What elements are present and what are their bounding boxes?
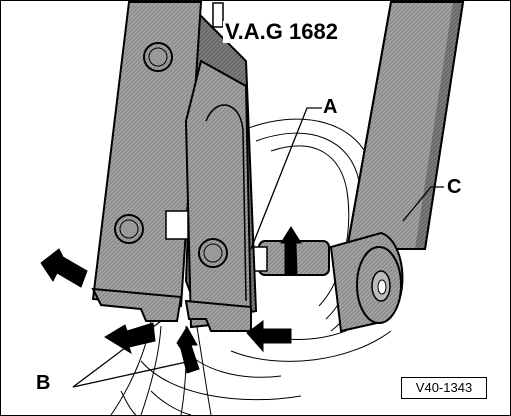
- black-arrow-icon: [40, 248, 88, 288]
- lever-arm-c: [345, 1, 465, 250]
- black-arrow-icon: [280, 226, 302, 276]
- black-arrow-icon: [246, 320, 292, 353]
- pressure-arrows: [40, 226, 302, 374]
- black-arrow-icon: [176, 326, 200, 374]
- callout-b: B: [36, 372, 51, 394]
- callout-c: C: [447, 176, 462, 198]
- callout-a: A: [323, 96, 338, 118]
- figure-id-badge: V40-1343: [401, 377, 487, 399]
- jaw-tips: [91, 210, 252, 332]
- jaw-right-plate: [184, 59, 253, 329]
- jaw-left-plate: [91, 1, 203, 308]
- lever-roller: [329, 231, 404, 333]
- black-arrow-icon: [104, 322, 156, 355]
- tool-label: V.A.G 1682: [223, 19, 340, 44]
